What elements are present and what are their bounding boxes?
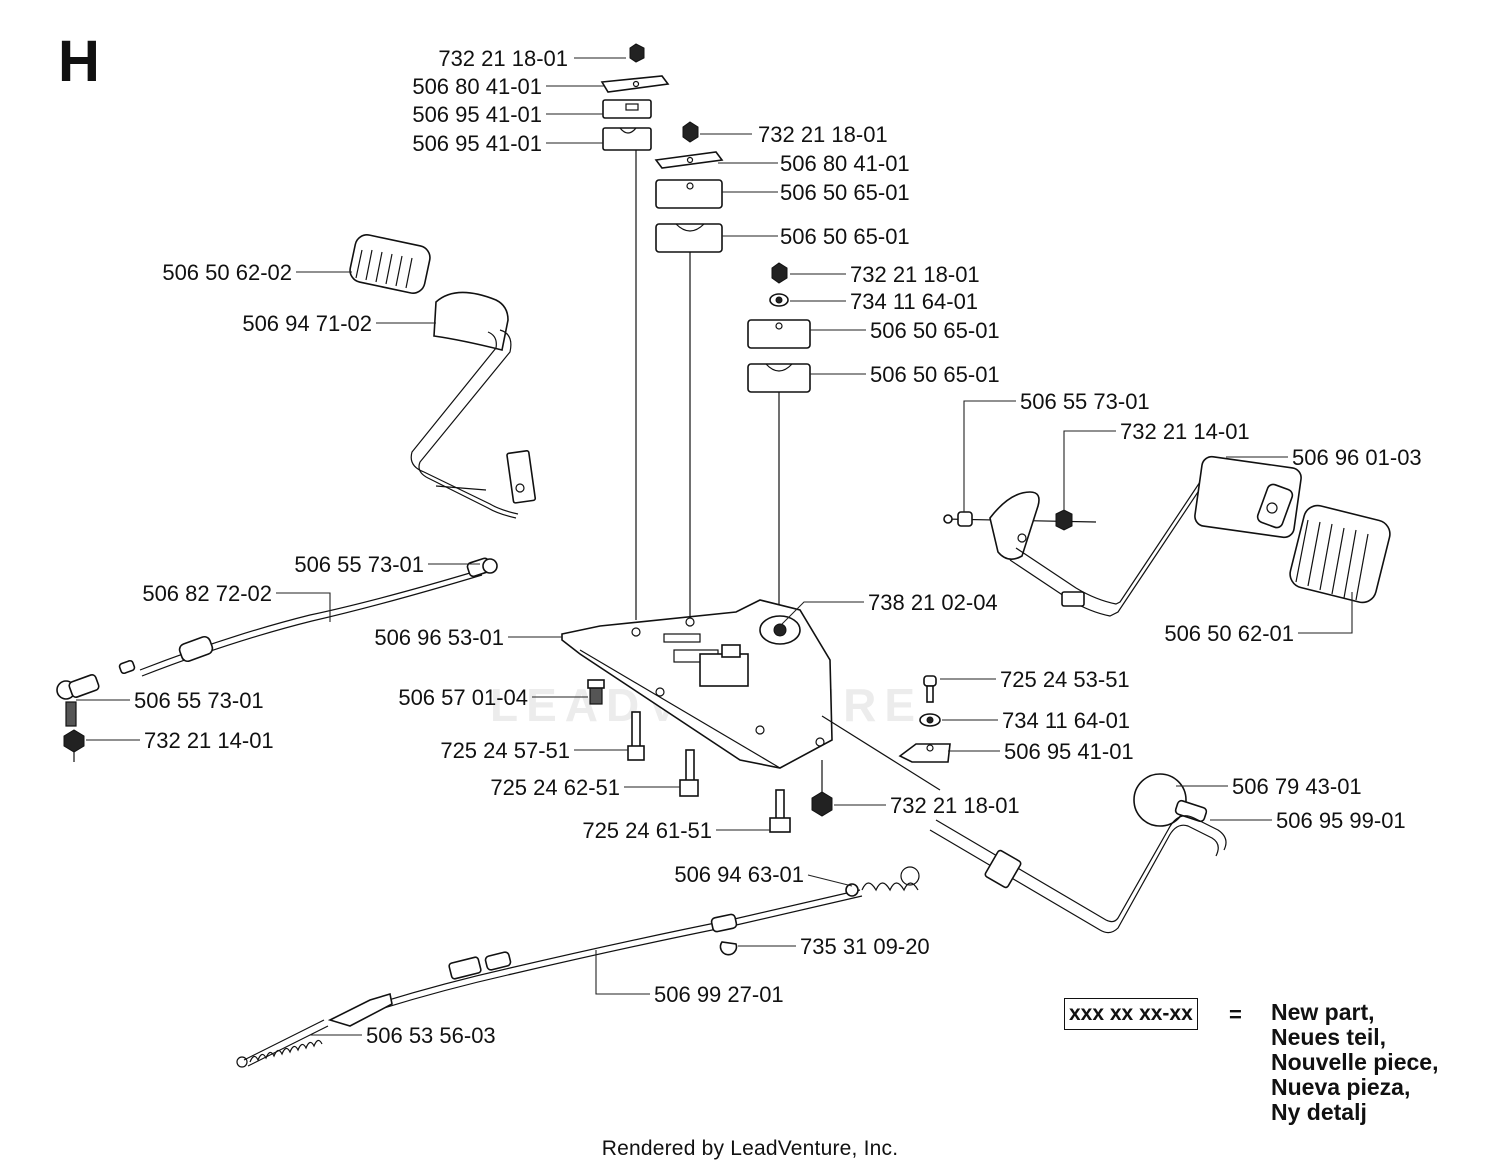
part-label: 506 95 41-01 [412, 102, 542, 127]
part-label: 732 21 18-01 [850, 262, 980, 287]
part-label: 732 21 14-01 [144, 728, 274, 753]
part-label: 506 53 56-03 [366, 1023, 496, 1048]
part-label: 734 11 64-01 [1002, 708, 1130, 733]
legend-part-number-box: xxx xx xx-xx [1064, 998, 1198, 1030]
legend-line: New part, [1271, 999, 1375, 1025]
base-plate [561, 599, 941, 791]
part-label: 506 95 41-01 [1004, 739, 1134, 764]
legend-line: Nouvelle piece, [1271, 1049, 1439, 1075]
legend-line: Ny detalj [1271, 1099, 1367, 1125]
legend-text: New part, Neues teil, Nouvelle piece, Nu… [1271, 1000, 1438, 1125]
legend-equals: = [1229, 1002, 1242, 1027]
part-label: 735 31 09-20 [800, 934, 930, 959]
middle-stack [654, 121, 724, 618]
part-label: 506 96 53-01 [374, 625, 504, 650]
right-pedal [943, 455, 1391, 617]
part-label: 506 82 72-02 [142, 581, 272, 606]
part-label: 738 21 02-04 [868, 590, 998, 615]
right-small-stack [898, 675, 951, 763]
left-stack [600, 43, 670, 620]
part-label: 725 24 62-51 [490, 775, 620, 800]
legend-line: Neues teil, [1271, 1024, 1387, 1050]
part-label: 506 50 62-01 [1164, 621, 1294, 646]
part-label: 725 24 61-51 [582, 818, 712, 843]
part-label: 506 79 43-01 [1232, 774, 1362, 799]
part-label: 732 21 18-01 [438, 46, 568, 71]
part-label: 734 11 64-01 [850, 289, 978, 314]
footer-credit: Rendered by LeadVenture, Inc. [601, 1137, 899, 1160]
part-label: 732 21 14-01 [1120, 419, 1250, 444]
part-label: 732 21 18-01 [890, 793, 1020, 818]
part-label: 506 55 73-01 [134, 688, 264, 713]
part-label: 725 24 53-51 [1000, 667, 1130, 692]
part-label: 506 94 63-01 [674, 862, 804, 887]
part-label: 506 55 73-01 [294, 552, 424, 577]
part-label: 506 96 01-03 [1292, 445, 1422, 470]
part-label: 506 50 62-02 [162, 260, 292, 285]
part-label: 506 50 65-01 [780, 180, 910, 205]
upper-cable [56, 557, 498, 762]
part-label: 506 95 99-01 [1276, 808, 1406, 833]
part-label: 506 50 65-01 [870, 362, 1000, 387]
right-stack [747, 262, 811, 660]
part-label: 506 80 41-01 [412, 74, 542, 99]
lower-cable [236, 866, 920, 1068]
part-label: 506 57 01-04 [398, 685, 528, 710]
part-label: 506 94 71-02 [242, 311, 372, 336]
part-label: 506 80 41-01 [780, 151, 910, 176]
lever-assembly [929, 773, 1227, 934]
part-label: 506 95 41-01 [412, 131, 542, 156]
part-label: 732 21 18-01 [758, 122, 888, 147]
left-pedal [349, 234, 537, 519]
leader-lines [76, 57, 1353, 1036]
part-label: 506 50 65-01 [870, 318, 1000, 343]
bolts [587, 679, 833, 833]
part-label: 506 99 27-01 [654, 982, 784, 1007]
part-label: 725 24 57-51 [440, 738, 570, 763]
legend-line: Nueva pieza, [1271, 1074, 1411, 1100]
part-label: 506 50 65-01 [780, 224, 910, 249]
part-label: 506 55 73-01 [1020, 389, 1150, 414]
part-labels: 732 21 18-01 506 80 41-01 506 95 41-01 5… [134, 46, 1422, 1048]
section-letter: H [58, 29, 100, 94]
